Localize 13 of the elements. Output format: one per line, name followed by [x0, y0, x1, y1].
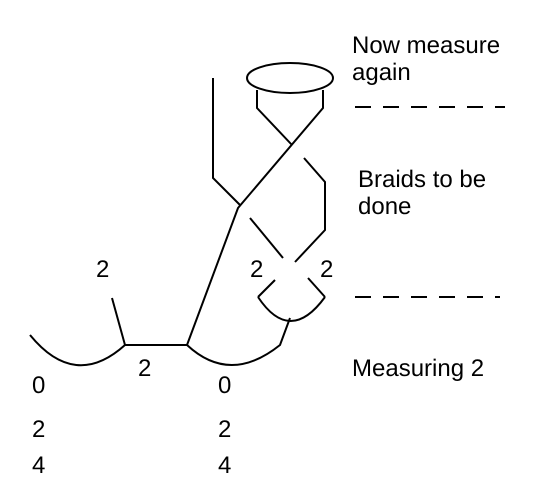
- annotation-text: Now measure again: [352, 32, 502, 86]
- charge-label: 4: [32, 452, 46, 479]
- charge-label: 0: [218, 372, 232, 399]
- charge-label: 2: [138, 355, 152, 382]
- annotation-text: Braids to be done: [358, 166, 488, 220]
- charge-label: 2: [320, 256, 334, 283]
- annotation-text: Measuring 2: [352, 355, 484, 382]
- charge-label: 2: [250, 256, 264, 283]
- charge-label: 0: [32, 372, 46, 399]
- charge-label: 2: [218, 416, 232, 443]
- charge-label: 2: [32, 416, 46, 443]
- charge-label: 2: [96, 256, 110, 283]
- charge-label: 4: [218, 452, 232, 479]
